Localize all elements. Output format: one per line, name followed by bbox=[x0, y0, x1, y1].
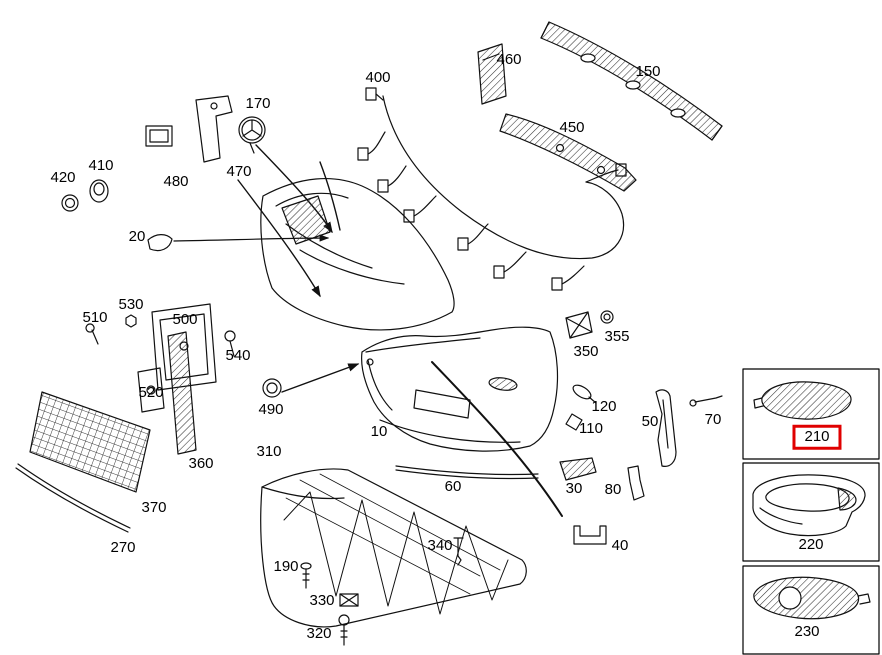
bumper-upper-art bbox=[260, 178, 455, 331]
panel-label-210[interactable]: 210 bbox=[792, 424, 842, 450]
bracket-460-art bbox=[477, 43, 507, 105]
part-label-360[interactable]: 360 bbox=[188, 454, 214, 472]
part-label-70[interactable]: 70 bbox=[704, 410, 722, 428]
bolt-190-art bbox=[300, 562, 312, 589]
part-label-110[interactable]: 110 bbox=[579, 419, 603, 437]
shield-310-art bbox=[260, 468, 527, 628]
part-label-400[interactable]: 400 bbox=[365, 68, 391, 86]
part-label-500[interactable]: 500 bbox=[172, 310, 198, 328]
part-label-340[interactable]: 340 bbox=[427, 536, 453, 554]
panel-210-art bbox=[742, 368, 880, 460]
side-bracket-art bbox=[655, 389, 723, 467]
part-label-270[interactable]: 270 bbox=[110, 538, 136, 556]
harness-art bbox=[357, 87, 627, 291]
part-label-30[interactable]: 30 bbox=[565, 479, 583, 497]
strip-60-art bbox=[395, 465, 539, 480]
molding-270-art bbox=[15, 463, 131, 533]
part-label-80[interactable]: 80 bbox=[604, 480, 622, 498]
panel-220-art bbox=[742, 462, 880, 562]
panel-label-220[interactable]: 220 bbox=[798, 535, 824, 553]
strip-360-art bbox=[167, 331, 197, 455]
part-label-190[interactable]: 190 bbox=[273, 557, 299, 575]
part-label-410[interactable]: 410 bbox=[88, 156, 114, 174]
part-label-470[interactable]: 470 bbox=[226, 162, 252, 180]
part-label-20[interactable]: 20 bbox=[128, 227, 146, 245]
grille-370-art bbox=[29, 391, 151, 493]
wedge-30-art bbox=[559, 457, 597, 481]
part-label-520[interactable]: 520 bbox=[138, 383, 164, 401]
screw-340-art bbox=[453, 537, 464, 566]
part-label-370[interactable]: 370 bbox=[141, 498, 167, 516]
part-label-40[interactable]: 40 bbox=[611, 536, 629, 554]
crossmember-art bbox=[540, 21, 723, 141]
part-label-540[interactable]: 540 bbox=[225, 346, 251, 364]
module-bracket-art bbox=[145, 95, 233, 163]
sensor-490-art bbox=[262, 378, 282, 398]
part-label-150[interactable]: 150 bbox=[635, 62, 661, 80]
part-label-120[interactable]: 120 bbox=[591, 397, 617, 415]
part-label-460[interactable]: 460 bbox=[496, 50, 522, 68]
bracket-350-art bbox=[565, 310, 614, 339]
part-label-50[interactable]: 50 bbox=[641, 412, 659, 430]
clip-330-art bbox=[339, 593, 359, 607]
part-label-510[interactable]: 510 bbox=[82, 308, 108, 326]
emblem-art bbox=[238, 116, 266, 154]
part-label-450[interactable]: 450 bbox=[559, 118, 585, 136]
bulb-120-art bbox=[565, 384, 597, 431]
part-label-330[interactable]: 330 bbox=[309, 591, 335, 609]
bumper-face-art bbox=[361, 326, 559, 452]
panel-label-230[interactable]: 230 bbox=[794, 622, 820, 640]
part-label-490[interactable]: 490 bbox=[258, 400, 284, 418]
screw-320-art bbox=[338, 614, 350, 646]
part-label-350[interactable]: 350 bbox=[573, 342, 599, 360]
part-label-320[interactable]: 320 bbox=[306, 624, 332, 642]
part-label-310[interactable]: 310 bbox=[256, 442, 282, 460]
panel-230-art bbox=[742, 565, 880, 655]
part-label-10[interactable]: 10 bbox=[370, 422, 388, 440]
bracket-450-art bbox=[499, 113, 637, 192]
sensor-ring-art bbox=[61, 179, 109, 212]
part-label-60[interactable]: 60 bbox=[444, 477, 462, 495]
clip-80-art bbox=[627, 465, 645, 501]
plate-bracket-art bbox=[85, 303, 236, 413]
part-label-530[interactable]: 530 bbox=[118, 295, 144, 313]
part-label-480[interactable]: 480 bbox=[163, 172, 189, 190]
bracket-40-art bbox=[573, 525, 607, 545]
part-label-420[interactable]: 420 bbox=[50, 168, 76, 186]
part-label-355[interactable]: 355 bbox=[604, 327, 630, 345]
panel-thumbnail-230[interactable] bbox=[743, 566, 879, 654]
part-label-170[interactable]: 170 bbox=[245, 94, 271, 112]
